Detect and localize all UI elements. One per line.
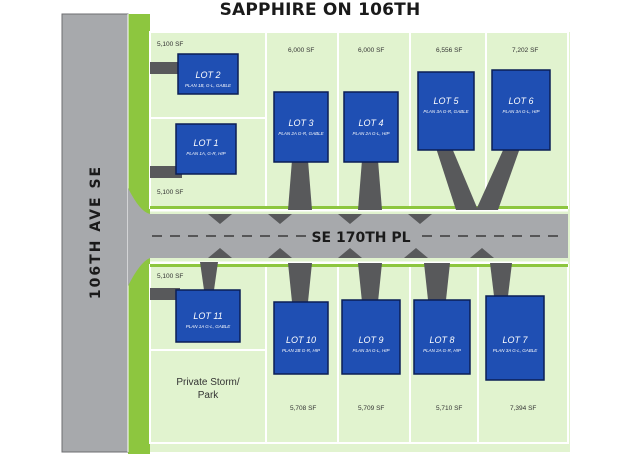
lot-1-label: LOT 1: [193, 138, 218, 148]
lot-6-plan: PLAN 3A G-L, HIP: [502, 109, 539, 114]
lot-3-plan: PLAN 2A G-R, GABLE: [278, 131, 324, 136]
lot-2-label: LOT 2: [195, 70, 220, 80]
lot-11-sf: 5,100 SF: [157, 273, 183, 280]
lot-4-label: LOT 4: [358, 118, 383, 128]
house-lot-9: [341, 299, 401, 375]
house-lot-6: [491, 69, 551, 151]
lot-7-label: LOT 7: [502, 335, 528, 345]
lot-labels: LOT 2 PLAN 1B, G-L, GABLE LOT 1 PLAN 1A,…: [185, 70, 540, 353]
lot-10-sf: 5,708 SF: [290, 405, 316, 412]
house-lot-7: [485, 295, 545, 381]
driveways: [150, 62, 520, 302]
lot-3-sf: 6,000 SF: [288, 47, 314, 54]
lot-6-sf: 7,202 SF: [512, 47, 538, 54]
lot-2-sf: 5,100 SF: [157, 41, 183, 48]
lot-2-plan: PLAN 1B, G-L, GABLE: [185, 83, 232, 88]
lot-8-sf: 5,710 SF: [436, 405, 462, 412]
house-lot-10: [273, 301, 329, 375]
lot-6-label: LOT 6: [508, 96, 533, 106]
page-title: SAPPHIRE ON 106TH: [219, 0, 421, 20]
houses: [175, 53, 551, 381]
lot-11-label: LOT 11: [193, 311, 222, 321]
house-lot-8: [413, 299, 471, 375]
lot-1-sf: 5,100 SF: [157, 189, 183, 196]
house-lot-2: [177, 53, 239, 95]
lot-9-sf: 5,709 SF: [358, 405, 384, 412]
lot-8-plan: PLAN 2A G-R, HIP: [423, 348, 461, 353]
house-lot-5: [417, 71, 475, 151]
lot-lines: [149, 31, 569, 444]
house-lot-1: [175, 123, 237, 175]
road-106th-label: 106TH AVE SE: [88, 165, 104, 299]
lot-10-label: LOT 10: [286, 335, 316, 345]
lot-4-plan: PLAN 2A G-L, HIP: [352, 131, 389, 136]
lot-5-label: LOT 5: [433, 96, 459, 106]
park-label-line1: Private Storm/: [176, 377, 240, 388]
park-label-line2: Park: [198, 390, 220, 401]
lot-4-sf: 6,000 SF: [358, 47, 384, 54]
house-lot-11: [175, 289, 241, 343]
lot-5-sf: 6,556 SF: [436, 47, 462, 54]
sf-labels: 5,100 SF 5,100 SF 6,000 SF 6,000 SF 6,55…: [157, 41, 538, 412]
lot-5-plan: PLAN 3A G-R, GABLE: [423, 109, 469, 114]
lot-7-sf: 7,394 SF: [510, 405, 536, 412]
apron-marks: [208, 214, 494, 258]
house-lot-4: [343, 91, 399, 163]
lot-1-plan: PLAN 1A, G-R, HIP: [186, 151, 225, 156]
lot-9-label: LOT 9: [358, 335, 383, 345]
lot-3-label: LOT 3: [288, 118, 313, 128]
house-lot-3: [273, 91, 329, 163]
road-170th-label-bg: [306, 226, 416, 246]
lot-7-plan: PLAN 3A G-L, GABLE: [493, 348, 539, 353]
road-170th-label: SE 170TH PL: [311, 230, 410, 246]
lot-10-plan: PLAN 2B G-R, HIP: [282, 348, 320, 353]
lot-8-label: LOT 8: [429, 335, 454, 345]
lot-9-plan: PLAN 3A G-L, HIP: [352, 348, 389, 353]
lot-11-plan: PLAN 1A G-L, GABLE: [186, 324, 232, 329]
